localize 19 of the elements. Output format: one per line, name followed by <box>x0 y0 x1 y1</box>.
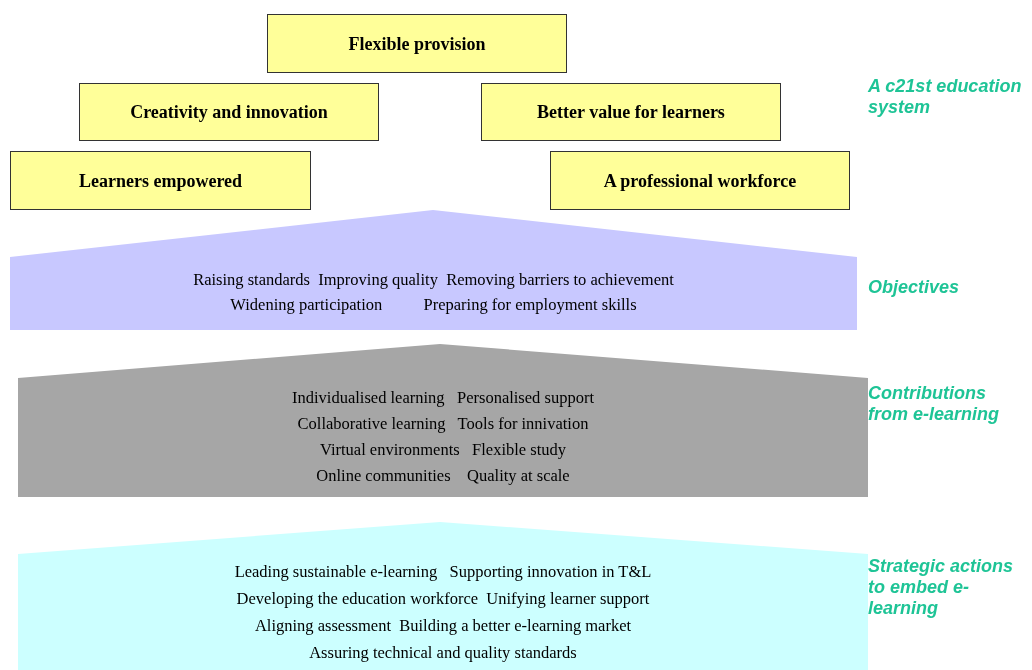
band-text: Collaborative learning Tools for innivation <box>297 414 589 434</box>
tier-label: Strategic actions to embed e-learning <box>868 556 1015 619</box>
band-text: Developing the education workforce Unifying learner support <box>236 589 650 609</box>
band-text: Virtual environments Flexible study <box>320 440 566 460</box>
band-text: Online communities Quality at scale <box>316 466 570 486</box>
goal-box: Learners empowered <box>10 151 311 210</box>
band-text: Raising standards Improving quality Removing barriers to achievement <box>193 270 674 290</box>
band-text: Aligning assessment Building a better e-learning market <box>254 616 632 636</box>
band-text: Individualised learning Personalised support <box>292 388 594 408</box>
goal-box: Creativity and innovation <box>79 83 379 141</box>
band-text: Leading sustainable e-learning Supporting innovation in T&L <box>234 562 652 582</box>
band-text: Widening participation Preparing for employment skills <box>230 295 637 315</box>
goal-box: Flexible provision <box>267 14 567 73</box>
band-text: Assuring technical and quality standards <box>309 643 577 663</box>
goal-box: A professional workforce <box>550 151 850 210</box>
goal-box: Better value for learners <box>481 83 781 141</box>
tier-label: Objectives <box>868 277 961 298</box>
tier-label: Contributions from e-learning <box>868 383 1001 425</box>
tier-label: A c21st education system <box>868 76 1023 118</box>
